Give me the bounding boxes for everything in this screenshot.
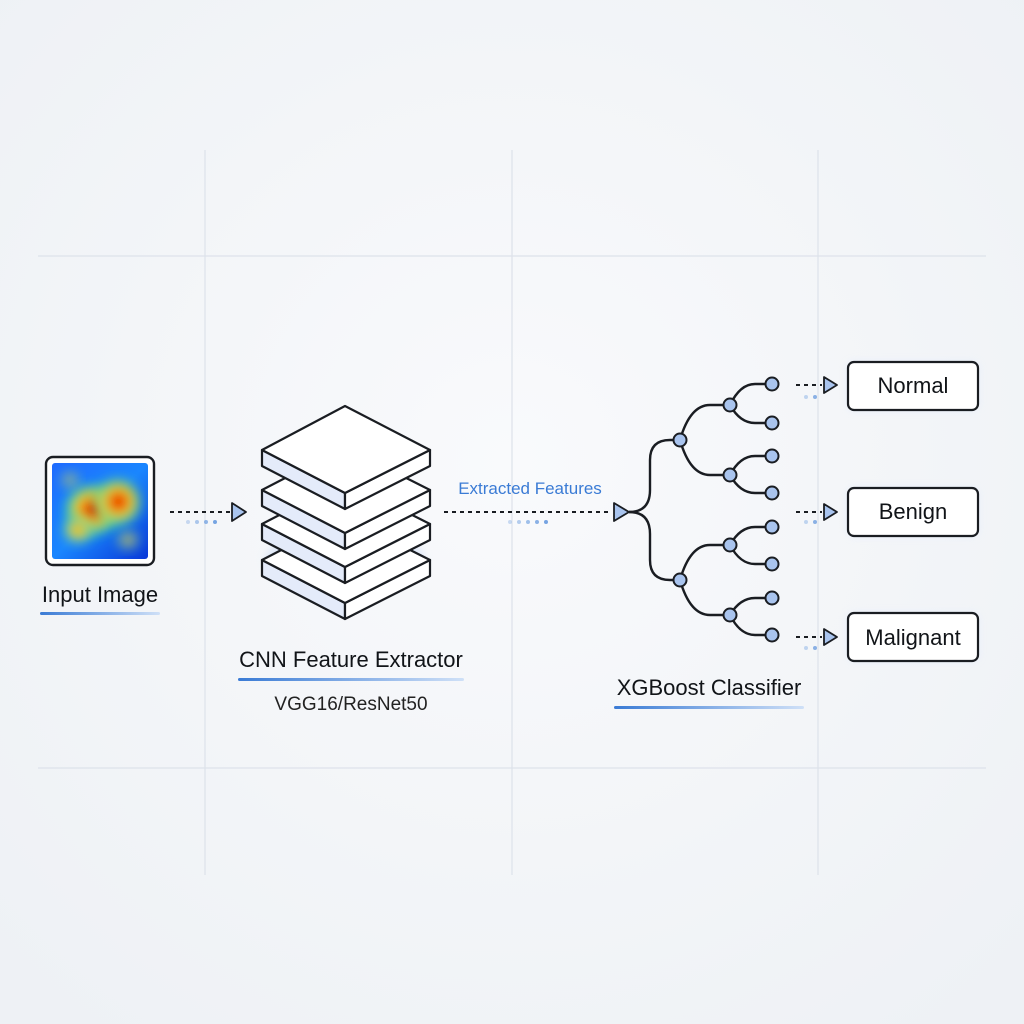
extracted-features-label: Extracted Features <box>458 479 602 498</box>
class-box-malignant <box>846 611 980 663</box>
cnn-models-label: VGG16/ResNet50 <box>274 694 427 715</box>
class-label-malignant: Malignant <box>865 625 960 650</box>
class-label-normal: Normal <box>878 373 949 398</box>
tree-leaf <box>764 376 780 392</box>
tree-node <box>672 572 688 588</box>
heatmap-image-icon <box>44 455 156 567</box>
arrow-input-to-cnn <box>170 502 247 524</box>
class-output-normal: Normal <box>796 360 980 412</box>
tree-leaf <box>764 519 780 535</box>
flow-dots <box>508 520 548 524</box>
arrow-cnn-to-classifier: Extracted Features <box>444 479 630 524</box>
class-box-benign <box>846 486 980 538</box>
class-label-benign: Benign <box>879 499 948 524</box>
class-output-benign: Benign <box>796 486 980 538</box>
tree-leaf <box>764 590 780 606</box>
tree-node <box>722 537 738 553</box>
classifier-underline <box>614 706 804 709</box>
classifier-label: XGBoost Classifier <box>617 675 802 700</box>
tree-leaf <box>764 485 780 501</box>
tree-leaf <box>764 556 780 572</box>
cnn-layer-1 <box>260 404 432 511</box>
flow-dots <box>186 520 217 524</box>
cnn-underline <box>238 678 464 681</box>
tree-leaf <box>764 627 780 643</box>
input-image-label: Input Image <box>42 582 158 607</box>
tree-node <box>722 607 738 623</box>
tree-node <box>672 432 688 448</box>
tree-node <box>722 467 738 483</box>
tree-leaf <box>764 448 780 464</box>
cnn-label: CNN Feature Extractor <box>239 647 463 672</box>
stacked-layers-icon <box>260 404 432 621</box>
class-box-normal <box>846 360 980 412</box>
tree-node <box>722 397 738 413</box>
tree-leaf <box>764 415 780 431</box>
input-stage: Input Image <box>40 455 160 615</box>
input-underline <box>40 612 160 615</box>
decision-tree-icon <box>628 376 780 643</box>
class-output-malignant: Malignant <box>796 611 980 663</box>
